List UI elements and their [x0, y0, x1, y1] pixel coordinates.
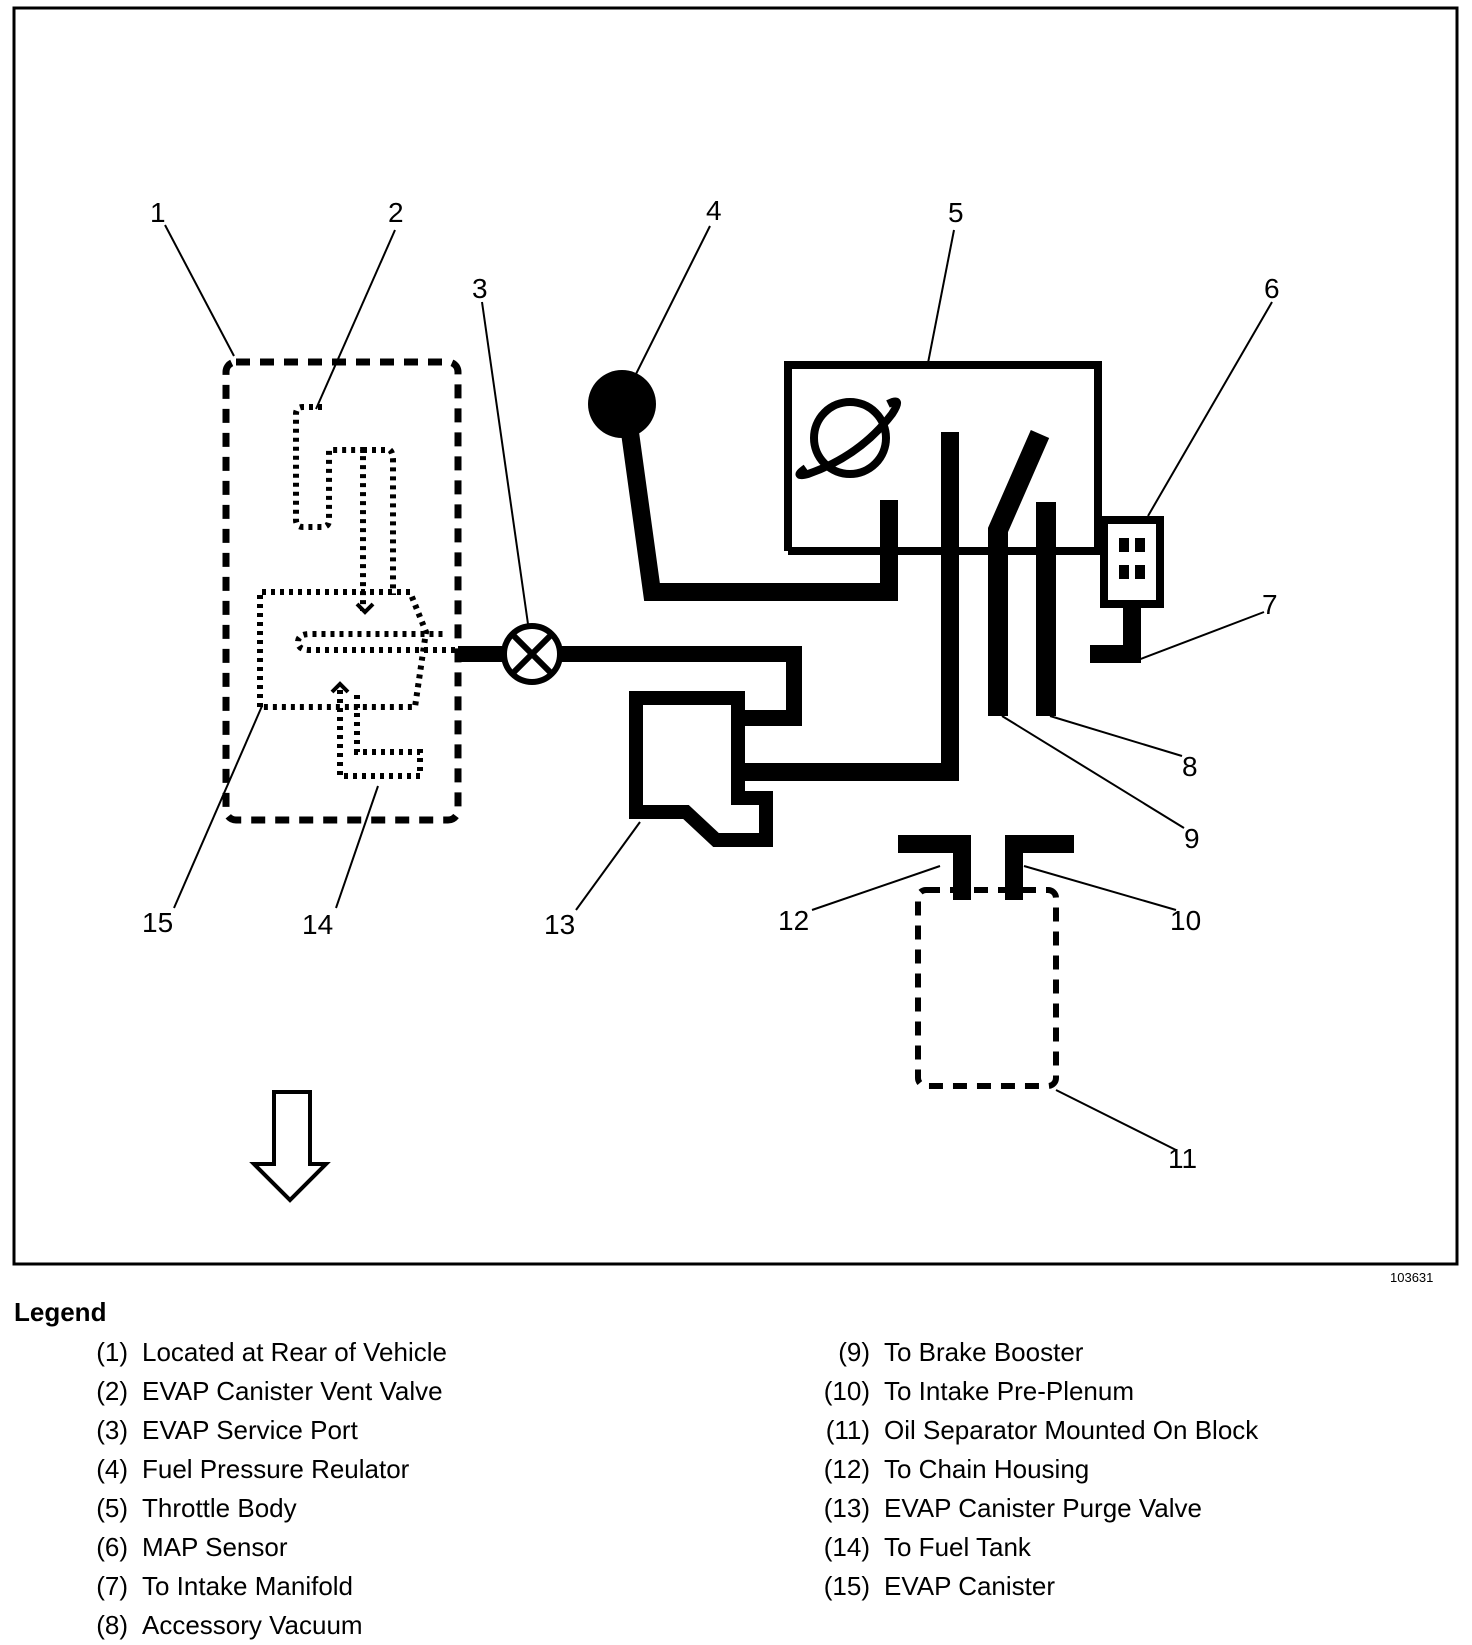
purge-valve-to-throttle-hose — [740, 432, 959, 781]
callout-4: 4 — [706, 195, 722, 226]
evap-canister-inner-loop — [294, 631, 455, 653]
legend-item: (5)Throttle Body — [96, 1493, 297, 1523]
leader-lines — [164, 224, 1273, 1151]
fuel-pressure-regulator — [588, 370, 656, 438]
legend-item: (10)To Intake Pre-Plenum — [823, 1376, 1135, 1406]
evap-service-port — [501, 623, 563, 685]
callout-12: 12 — [778, 905, 809, 936]
legend-item: (14)To Fuel Tank — [823, 1532, 1031, 1562]
evap-canister-vent-valve — [293, 404, 396, 611]
callout-6: 6 — [1264, 273, 1280, 304]
map-sensor — [1100, 516, 1164, 608]
legend-item: (7)To Intake Manifold — [96, 1571, 354, 1601]
legend-item: (15)EVAP Canister — [823, 1571, 1056, 1601]
vacuum-hose-routing-diagram: 1 2 3 4 5 6 7 8 9 10 11 12 13 14 15 — [12, 6, 1459, 1266]
callout-9: 9 — [1184, 823, 1200, 854]
callout-2: 2 — [388, 197, 404, 228]
chain-housing-hose — [898, 835, 971, 900]
legend-item: (6)MAP Sensor — [96, 1532, 288, 1562]
legend-column-left: (1)Located at Rear of Vehicle (2)EVAP Ca… — [76, 1333, 447, 1645]
legend-title: Legend — [14, 1297, 107, 1327]
front-direction-arrow-icon — [249, 1090, 331, 1203]
diagram-frame — [12, 6, 1459, 1266]
callout-15: 15 — [142, 907, 173, 938]
legend-item: (1)Located at Rear of Vehicle — [96, 1337, 447, 1367]
callout-14: 14 — [302, 909, 333, 940]
fuel-tank-line-arrow — [330, 681, 350, 694]
legend-item: (2)EVAP Canister Vent Valve — [96, 1376, 443, 1406]
fuel-tank-line — [337, 690, 423, 779]
legend-item: (4)Fuel Pressure Reulator — [96, 1454, 410, 1484]
legend-item: (11)Oil Separator Mounted On Block — [825, 1415, 1259, 1445]
throttle-plate-icon — [795, 397, 902, 480]
figure-number: 103631 — [1390, 1270, 1434, 1285]
intake-pre-plenum-hose — [1005, 835, 1074, 900]
brake-booster-hose — [988, 429, 1050, 716]
callout-3: 3 — [472, 273, 488, 304]
legend-item: (8)Accessory Vacuum — [96, 1610, 363, 1640]
callout-7: 7 — [1262, 589, 1278, 620]
fuel-pressure-regulator-hose — [619, 416, 898, 601]
legend-item: (3)EVAP Service Port — [96, 1415, 358, 1445]
callout-1: 1 — [150, 197, 166, 228]
map-to-intake-manifold-hose — [1090, 608, 1141, 663]
legend-item: (13)EVAP Canister Purge Valve — [823, 1493, 1202, 1523]
callout-8: 8 — [1182, 751, 1198, 782]
callout-10: 10 — [1170, 905, 1201, 936]
legend-item: (12)To Chain Housing — [823, 1454, 1090, 1484]
callout-5: 5 — [948, 197, 964, 228]
vent-line-arrow — [355, 602, 375, 615]
callout-13: 13 — [544, 909, 575, 940]
legend-column-right: (9)To Brake Booster (10)To Intake Pre-Pl… — [818, 1333, 1259, 1606]
callout-11: 11 — [1168, 1143, 1197, 1174]
rear-of-vehicle-box — [222, 358, 462, 824]
oil-separator-box — [915, 887, 1059, 1089]
service-port-to-purge-valve-hose — [560, 646, 802, 726]
throttle-body — [784, 361, 1102, 551]
evap-canister-purge-valve — [629, 691, 773, 847]
legend-item: (9)To Brake Booster — [838, 1337, 1084, 1367]
